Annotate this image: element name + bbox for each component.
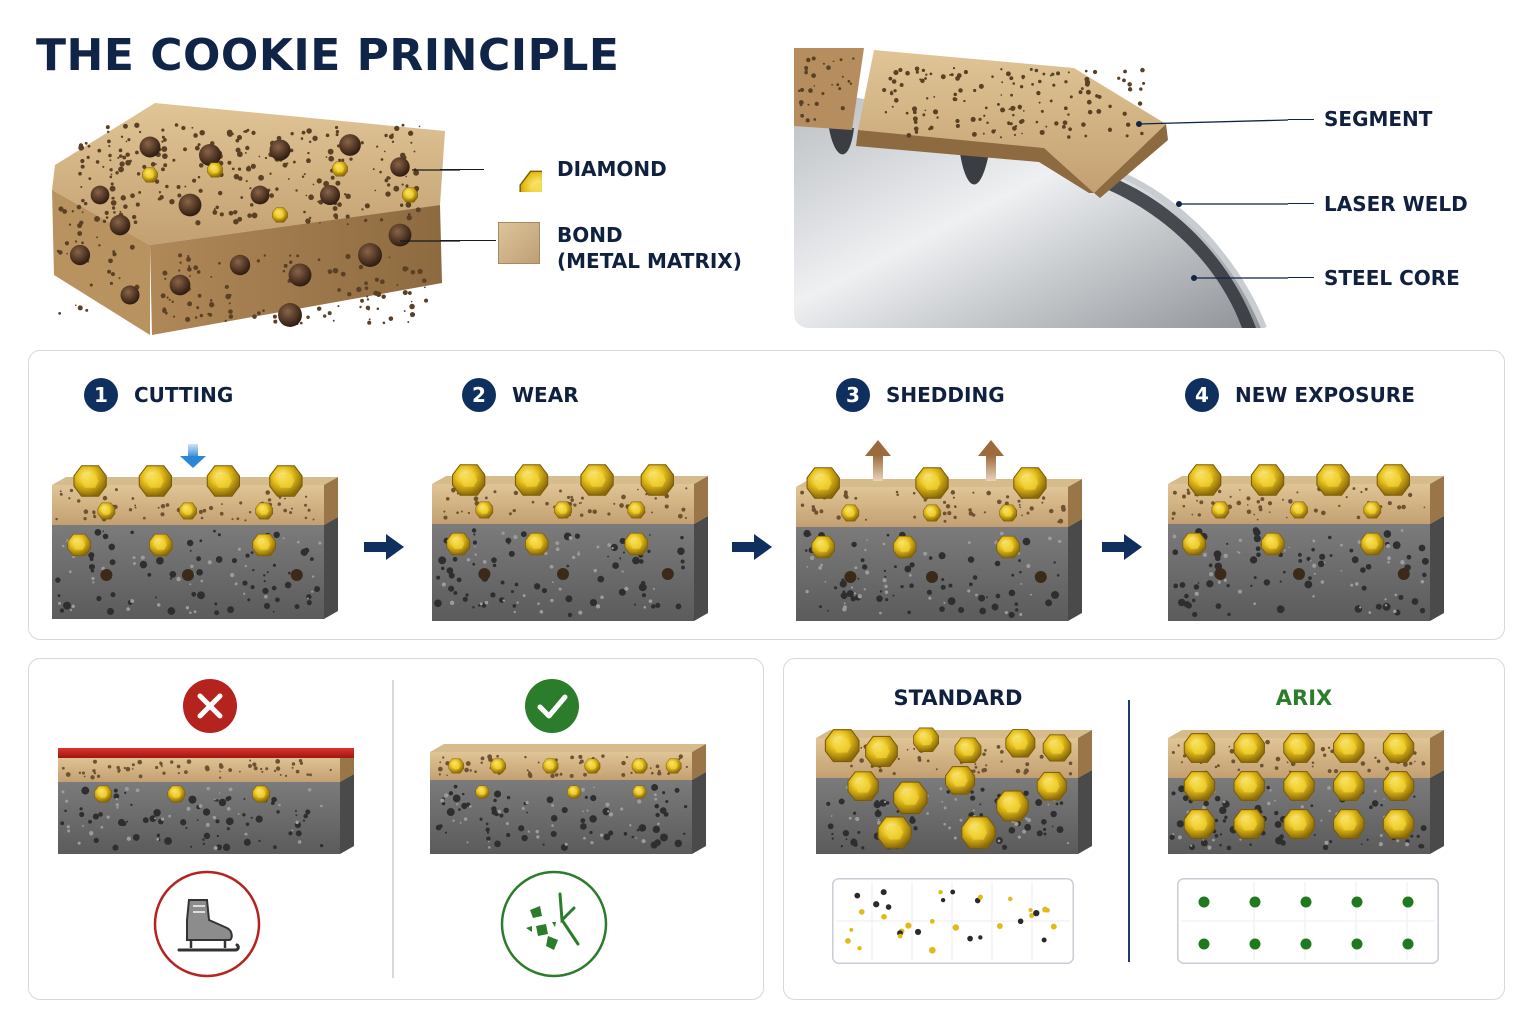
step-4-block — [1168, 463, 1444, 621]
ice-skate-icon — [153, 870, 261, 978]
standard-segment-block — [816, 727, 1092, 854]
page-title: THE COOKIE PRINCIPLE — [36, 30, 620, 81]
step-3-header: 3 SHEDDING — [836, 378, 1005, 412]
diamond-icon — [496, 146, 542, 192]
callout-laser-weld: LASER WELD — [1324, 192, 1468, 216]
step-1-number: 1 — [84, 378, 118, 412]
step-1-header: 1 CUTTING — [84, 378, 233, 412]
cookie-chocolate-chips — [69, 134, 418, 327]
divider — [1128, 700, 1130, 962]
step-4-header: 4 NEW EXPOSURE — [1185, 378, 1415, 412]
blade-illustration — [794, 28, 1288, 328]
divider — [392, 680, 394, 978]
bond-swatch-icon — [498, 222, 540, 264]
arix-segment-block — [1168, 730, 1444, 854]
step-2-number: 2 — [462, 378, 496, 412]
step-1-label: CUTTING — [134, 383, 234, 407]
segment-left — [794, 48, 864, 130]
glazed-segment-block — [58, 748, 354, 854]
step-4-label: NEW EXPOSURE — [1235, 383, 1415, 407]
cookie-block-illustration — [52, 103, 460, 335]
arix-distribution-map — [1177, 878, 1439, 964]
x-circle-icon — [183, 679, 237, 733]
cutting-chips-icon — [500, 870, 608, 978]
step-1-block — [52, 444, 338, 619]
standard-distribution-map — [832, 878, 1074, 964]
core-rim — [1104, 178, 1256, 328]
legend-diamond-label: DIAMOND — [557, 157, 667, 181]
legend-bond-label: BOND — [557, 223, 623, 247]
step-2-label: WEAR — [512, 383, 579, 407]
arrow-right-icon — [732, 534, 772, 560]
arix-title: ARIX — [1275, 686, 1333, 710]
callout-steel-core: STEEL CORE — [1324, 266, 1460, 290]
step-3-number: 3 — [836, 378, 870, 412]
legend-bond-sublabel: (METAL MATRIX) — [557, 249, 742, 273]
callout-segment: SEGMENT — [1324, 107, 1433, 131]
step-2-block — [432, 463, 708, 621]
standard-title: STANDARD — [893, 686, 1023, 710]
step-4-number: 4 — [1185, 378, 1219, 412]
arrow-right-icon — [1102, 534, 1142, 560]
step-2-header: 2 WEAR — [462, 378, 579, 412]
open-segment-block — [430, 744, 706, 854]
arrow-right-icon — [364, 534, 404, 560]
check-circle-icon — [525, 679, 579, 733]
step-3-block — [796, 440, 1082, 621]
step-3-label: SHEDDING — [886, 383, 1005, 407]
